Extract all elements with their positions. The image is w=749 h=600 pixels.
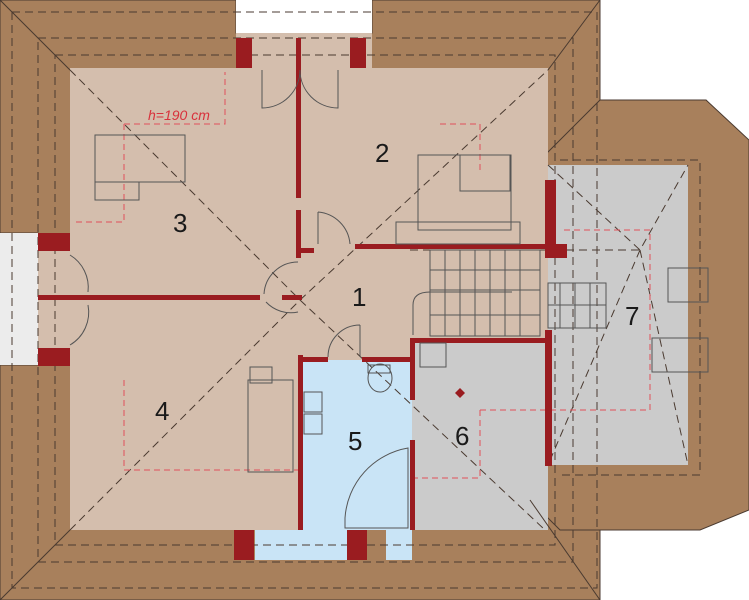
height-line — [72, 72, 651, 479]
room-label-2: 2 — [375, 138, 389, 168]
room-label-3: 3 — [173, 208, 187, 238]
doors-rooms-3-4[interactable] — [263, 261, 299, 314]
room-label-5: 5 — [348, 426, 362, 456]
door-room-2[interactable] — [317, 211, 351, 245]
room-label-6: 6 — [455, 421, 469, 451]
roof-outline-wing — [560, 159, 701, 476]
chimney-marker — [455, 388, 465, 398]
furniture — [94, 134, 709, 473]
bay-window-left — [0, 233, 38, 365]
balcony-top — [236, 0, 372, 33]
room-5-floor — [302, 360, 412, 560]
floor-top-niche — [236, 33, 372, 73]
room-label-1: 1 — [352, 282, 366, 312]
hip-line — [0, 0, 71, 71]
bay-door[interactable] — [69, 254, 90, 346]
room-label-7: 7 — [625, 301, 639, 331]
hip-line — [547, 0, 601, 71]
room-label-4: 4 — [155, 396, 169, 426]
roof-outline-2 — [37, 37, 574, 563]
roof-outline-1 — [11, 11, 598, 589]
walls — [38, 38, 567, 560]
bathroom-fixtures — [303, 363, 409, 529]
staircase[interactable] — [412, 249, 607, 337]
hip-line — [529, 499, 601, 600]
height-note: h=190 cm — [148, 107, 210, 123]
hip-line — [0, 529, 71, 600]
door-room-5[interactable] — [327, 324, 361, 358]
balcony-door[interactable] — [261, 69, 339, 109]
room-7-floor — [548, 165, 688, 465]
